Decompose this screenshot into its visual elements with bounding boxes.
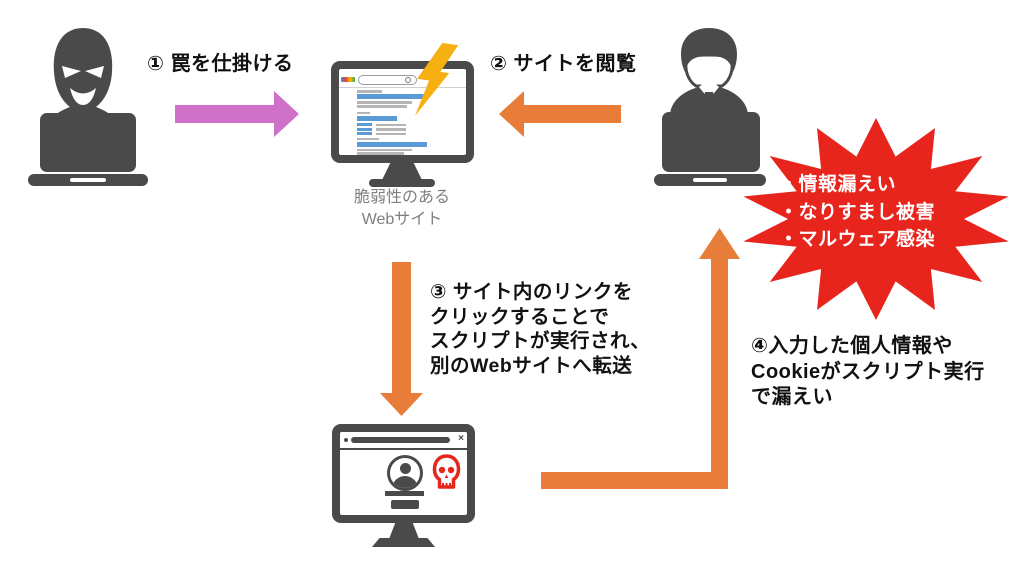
lightning-bolt-icon — [414, 42, 459, 116]
monitor-base — [372, 538, 435, 547]
attacker-icon — [28, 28, 148, 186]
step3-down-arrow-icon — [380, 262, 423, 416]
vulnerable-site-caption: 脆弱性のある Webサイト — [353, 189, 450, 228]
vulnerable-site-screen — [339, 69, 466, 155]
browser-titlebar: × — [340, 432, 467, 450]
damage-burst-shape — [743, 118, 1009, 320]
malicious-site-screen: × — [340, 432, 467, 515]
search-box — [358, 75, 417, 85]
damage-item-malware: ・マルウェア感染 — [779, 229, 936, 250]
monitor-stand — [389, 522, 419, 539]
address-bar — [351, 437, 450, 443]
name-bar — [385, 491, 424, 496]
victim-icon — [654, 28, 766, 186]
search-logo-icon — [341, 77, 355, 82]
button-bar — [391, 500, 419, 509]
window-dot-icon — [344, 438, 348, 442]
magnifier-icon — [405, 77, 411, 83]
step1-right-arrow-icon — [175, 91, 299, 137]
divider — [339, 87, 466, 88]
step2-left-arrow-icon — [499, 91, 621, 137]
skull-icon — [432, 454, 461, 489]
step1-label: ① 罠を仕掛ける — [147, 53, 294, 75]
step4-label: ④入力した個人情報や Cookieがスクリプト実行 で漏えい — [751, 335, 985, 408]
damage-burst-list: ・情報漏えい ・なりすまし被害 ・マルウェア感染 — [779, 171, 994, 254]
close-icon: × — [458, 433, 464, 444]
step3-label: ③ サイト内のリンクを クリックすることで スクリプトが実行され、 別のWebサ… — [430, 281, 651, 377]
monitor-stand — [382, 162, 422, 180]
damage-item-impersonation: ・なりすまし被害 — [779, 201, 936, 223]
damage-item-info-leak: ・情報漏えい — [779, 174, 897, 195]
step2-label: ② サイトを閲覧 — [490, 53, 637, 75]
step4-elbow-up-arrow-icon — [541, 228, 740, 489]
monitor-base — [369, 179, 435, 187]
user-avatar-icon — [387, 455, 423, 491]
